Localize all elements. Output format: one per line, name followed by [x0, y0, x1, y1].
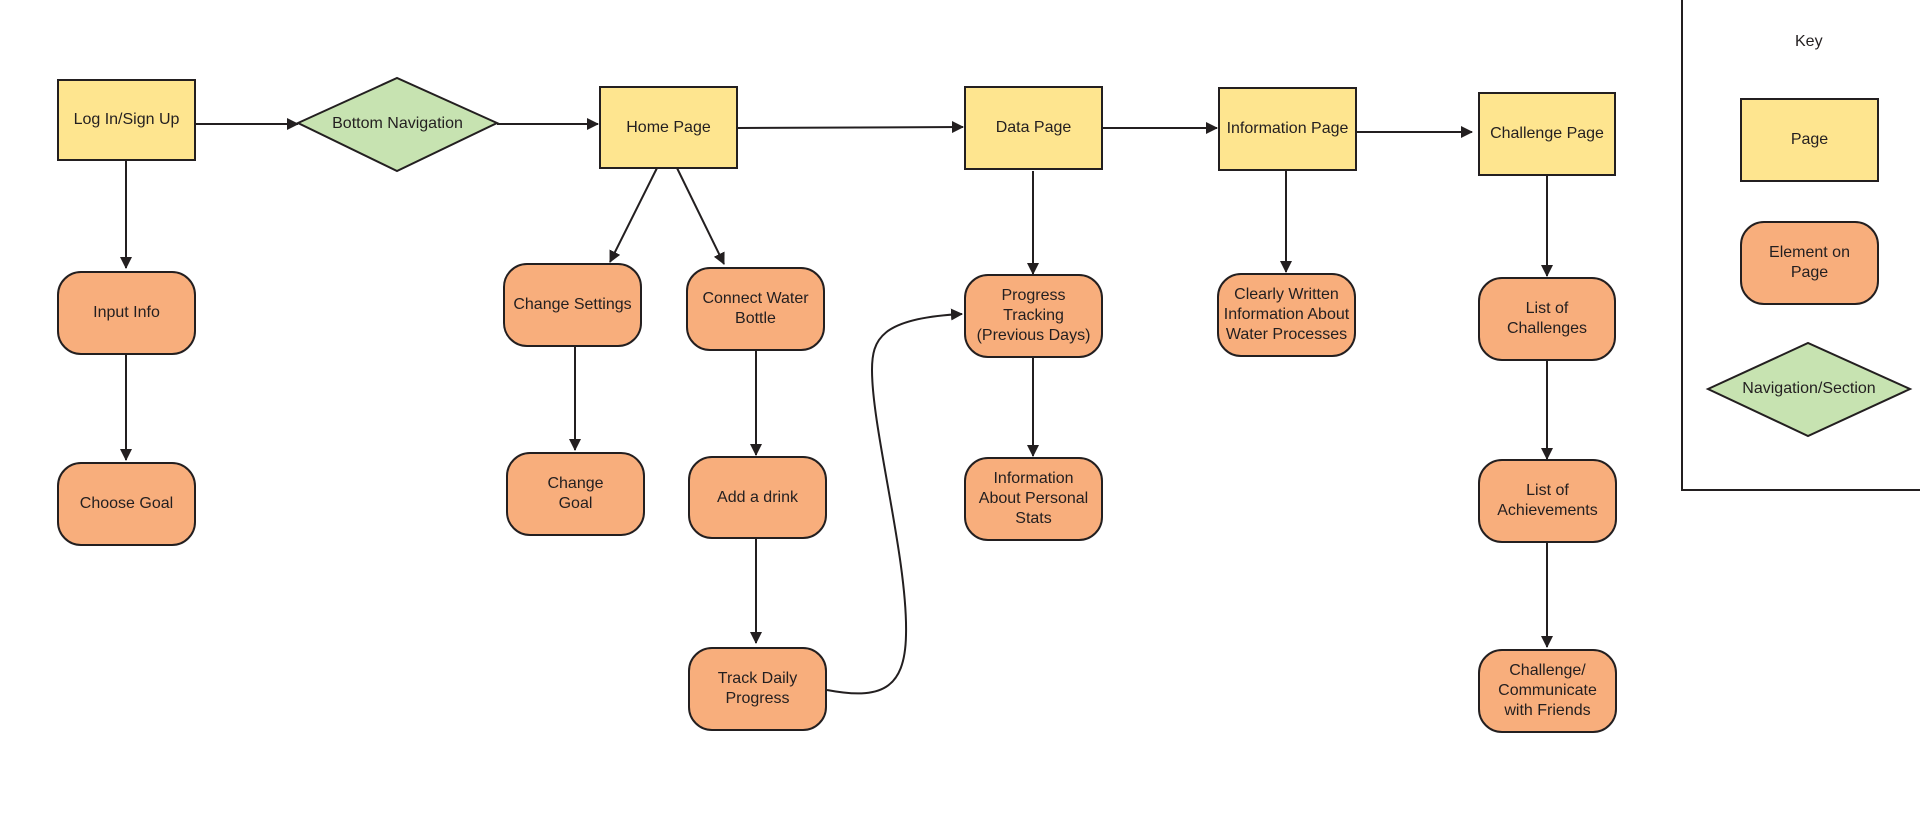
change-settings-element: Change Settings: [503, 263, 642, 347]
arrow-home-to-connect-bottle: [676, 167, 725, 265]
connect-water-bottle-element: Connect Water Bottle: [686, 267, 825, 351]
home-page: Home Page: [599, 86, 738, 169]
challenge-friends-element: Challenge/ Communicate with Friends: [1478, 649, 1617, 733]
key-navigation-diamond: [1705, 341, 1913, 438]
bottom-navigation-diamond: [295, 76, 500, 173]
list-of-achievements-element: List of Achievements: [1478, 459, 1617, 543]
arrow-home-to-change-settings: [609, 167, 658, 263]
list-of-challenges-element: List of Challenges: [1478, 277, 1616, 361]
key-page-swatch: Page: [1740, 98, 1879, 182]
challenge-page: Challenge Page: [1478, 92, 1616, 176]
key-element-swatch: Element on Page: [1740, 221, 1879, 305]
personal-stats-element: Information About Personal Stats: [964, 457, 1103, 541]
water-processes-element: Clearly Written Information About Water …: [1217, 273, 1356, 357]
progress-tracking-element: Progress Tracking (Previous Days): [964, 274, 1103, 358]
key-navigation-label: Navigation/Section: [1742, 380, 1876, 397]
change-goal-element: Change Goal: [506, 452, 645, 536]
information-page: Information Page: [1218, 87, 1357, 171]
arrow-home-to-data: [736, 121, 964, 134]
key-frame: [1681, 0, 1920, 491]
arrow-track-progress-to-progress-tracking: [826, 308, 963, 695]
choose-goal-element: Choose Goal: [57, 462, 196, 546]
data-page: Data Page: [964, 86, 1103, 170]
key-title: Key: [1795, 33, 1823, 50]
login-signup-page: Log In/Sign Up: [57, 79, 196, 161]
bottom-navigation-label: Bottom Navigation: [332, 115, 463, 132]
input-info-element: Input Info: [57, 271, 196, 355]
add-a-drink-element: Add a drink: [688, 456, 827, 539]
track-daily-progress-element: Track Daily Progress: [688, 647, 827, 731]
